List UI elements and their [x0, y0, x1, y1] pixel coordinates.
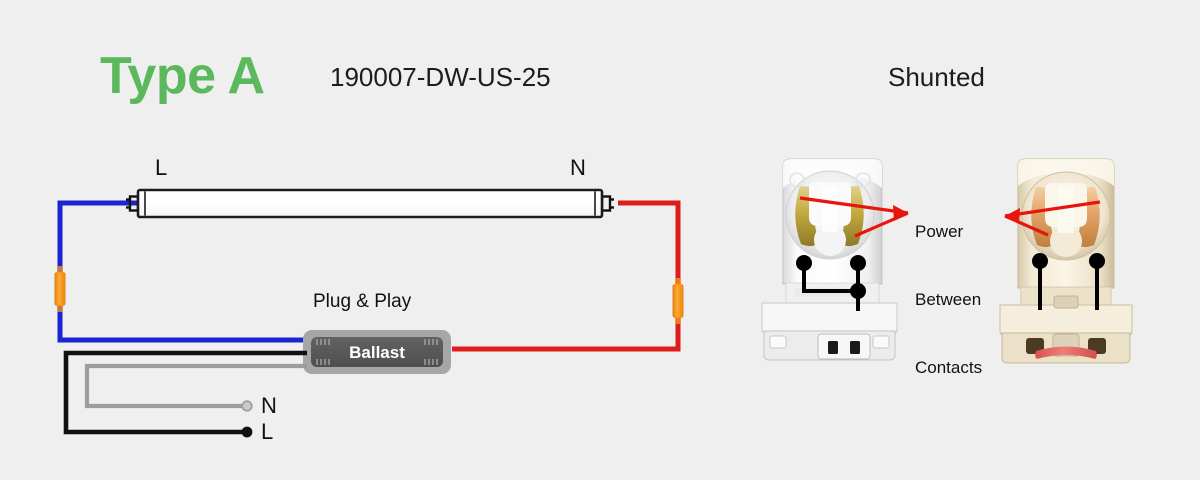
- section-title-shunted: Shunted: [888, 62, 985, 92]
- left-socket-shunt-markings: [796, 255, 866, 311]
- supply-label-neutral: N: [261, 393, 277, 418]
- live-terminal-dot: [241, 426, 253, 438]
- ballast-caption: Plug & Play: [313, 291, 412, 312]
- shunt-jumper-wire: [1035, 346, 1097, 359]
- socket-annotation-line-2: Between: [915, 290, 982, 310]
- tube-right-pins-icon: [600, 195, 614, 212]
- supply-label-live: L: [261, 419, 274, 444]
- right-socket-shunt-markings: [1032, 253, 1105, 310]
- neutral-terminal-dot: [241, 400, 253, 412]
- ballast-module: [303, 330, 451, 374]
- socket-annotation-line-3: Contacts: [915, 357, 983, 377]
- socket-annotation-line-1: Power: [915, 222, 964, 242]
- blue-wire-connector-icon: [54, 266, 66, 312]
- red-wire-connector-icon: [672, 278, 684, 324]
- ballast-label: Ballast: [349, 343, 405, 362]
- red-neutral-wire: [452, 200, 681, 352]
- socket-annotation: Power Between Contacts: [915, 176, 982, 425]
- led-tube-lamp: [126, 188, 614, 219]
- socket-left-white: [761, 158, 898, 361]
- black-live-wire: [63, 350, 307, 438]
- tube-label-live: L: [155, 155, 168, 180]
- annotation-arrow-right: [1004, 200, 1101, 237]
- ballast-pins-icon: [316, 339, 438, 365]
- socket-right-ivory: [999, 158, 1133, 364]
- page-title-type-a: Type A: [100, 47, 265, 105]
- annotation-arrow-left: [799, 196, 909, 238]
- tube-label-neutral: N: [570, 155, 586, 180]
- gray-neutral-wire: [84, 363, 307, 412]
- model-number: 190007-DW-US-25: [330, 62, 551, 92]
